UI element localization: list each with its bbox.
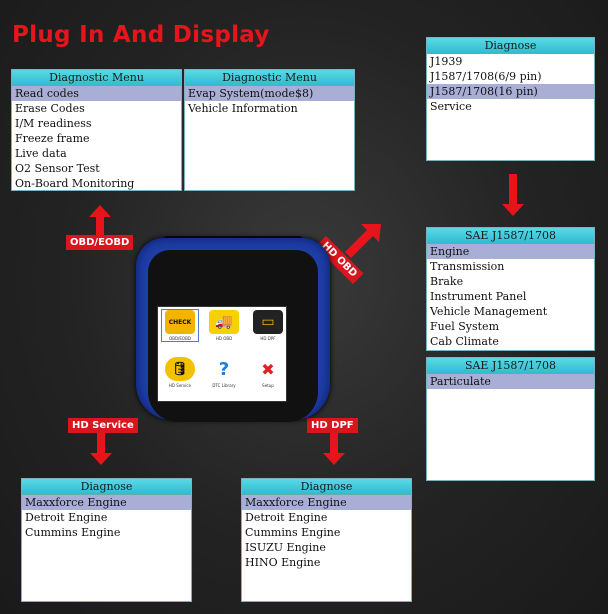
page-title: Plug In And Display [12,22,270,48]
menu-item-cummins-engine[interactable]: Cummins Engine [245,526,341,539]
menu-item-vehicle-management[interactable]: Vehicle Management [430,305,548,318]
menu-item-brake[interactable]: Brake [430,275,464,288]
menu-item-transmission[interactable]: Transmission [430,260,505,273]
arrow-down-icon [90,433,112,465]
menu-item-cab-climate[interactable]: Cab Climate [430,335,499,348]
app-hd-dpf[interactable]: ▭ HD DPF [250,310,286,341]
menu-item-detroit-engine[interactable]: Detroit Engine [25,511,108,524]
app-hd-obd[interactable]: 🚚 HD OBD [206,310,242,341]
menu-item-maxxforce-engine[interactable]: Maxxforce Engine [242,495,411,510]
menu-item-o2-sensor-test[interactable]: O2 Sensor Test [15,162,100,175]
panel-header: SAE J1587/1708 [427,228,594,244]
diagnose-service-panel: Diagnose Maxxforce Engine Detroit Engine… [21,478,192,602]
menu-item-vehicle-information[interactable]: Vehicle Information [188,102,298,115]
menu-item-freeze-frame[interactable]: Freeze frame [15,132,90,145]
menu-item-j1587-16-pin[interactable]: J1587/1708(16 pin) [427,84,594,99]
menu-item-im-readiness[interactable]: I/M readiness [15,117,92,130]
truck-icon: 🚚 [209,310,239,334]
menu-item-maxxforce-engine[interactable]: Maxxforce Engine [22,495,191,510]
menu-item-j1939[interactable]: J1939 [430,55,463,68]
menu-item-detroit-engine[interactable]: Detroit Engine [245,511,328,524]
panel-header: SAE J1587/1708 [427,358,594,374]
app-dtc-library[interactable]: ? DTC Library [206,357,242,388]
menu-item-hino-engine[interactable]: HINO Engine [245,556,321,569]
menu-item-evap-system[interactable]: Evap System(mode$8) [185,86,354,101]
arrow-down-icon [502,174,524,216]
menu-item-live-data[interactable]: Live data [15,147,67,160]
app-hd-service[interactable]: 🛢 HD Service [162,357,198,388]
menu-item-instrument-panel[interactable]: Instrument Panel [430,290,527,303]
menu-item-read-codes[interactable]: Read codes [12,86,181,101]
panel-header: Diagnostic Menu [12,70,181,86]
menu-item-fuel-system[interactable]: Fuel System [430,320,499,333]
arrow-diagonal-icon [345,224,381,258]
menu-item-j1587-6-9-pin[interactable]: J1587/1708(6/9 pin) [430,70,542,83]
panel-header: Diagnostic Menu [185,70,354,86]
hd-service-badge: HD Service [68,418,138,433]
question-icon: ? [209,357,239,381]
menu-item-particulate[interactable]: Particulate [427,374,594,389]
menu-item-erase-codes[interactable]: Erase Codes [15,102,85,115]
hd-dpf-badge: HD DPF [307,418,358,433]
app-obd-eobd[interactable]: CHECK OBD/EOBD [161,309,199,342]
app-setup[interactable]: ✖ Setup [250,357,286,388]
menu-item-on-board-monitoring[interactable]: On-Board Monitoring [15,177,135,190]
panel-header: Diagnose [22,479,191,495]
check-engine-icon: CHECK [165,310,195,334]
device-screen: CHECK OBD/EOBD 🚚 HD OBD ▭ HD DPF 🛢 HD Se… [157,306,287,402]
oil-can-icon: 🛢 [165,357,195,381]
panel-header: Diagnose [427,38,594,54]
engine-dpf-icon: ▭ [253,310,283,334]
sae-j1587-panel-2: SAE J1587/1708 Particulate [426,357,595,481]
menu-item-cummins-engine[interactable]: Cummins Engine [25,526,121,539]
diagnose-dpf-panel: Diagnose Maxxforce Engine Detroit Engine… [241,478,412,602]
panel-header: Diagnose [242,479,411,495]
sae-j1587-panel: SAE J1587/1708 Engine Transmission Brake… [426,227,595,351]
menu-item-isuzu-engine[interactable]: ISUZU Engine [245,541,326,554]
tools-icon: ✖ [253,357,283,381]
arrow-up-icon [89,205,111,235]
diagnostic-menu-panel: Diagnostic Menu Read codes Erase Codes I… [11,69,182,191]
arrow-down-icon [323,433,345,465]
menu-item-service[interactable]: Service [430,100,472,113]
obd-eobd-badge: OBD/EOBD [66,235,134,250]
diagnostic-menu-panel-2: Diagnostic Menu Evap System(mode$8) Vehi… [184,69,355,191]
diagnose-protocol-panel: Diagnose J1939 J1587/1708(6/9 pin) J1587… [426,37,595,161]
menu-item-engine[interactable]: Engine [427,244,594,259]
